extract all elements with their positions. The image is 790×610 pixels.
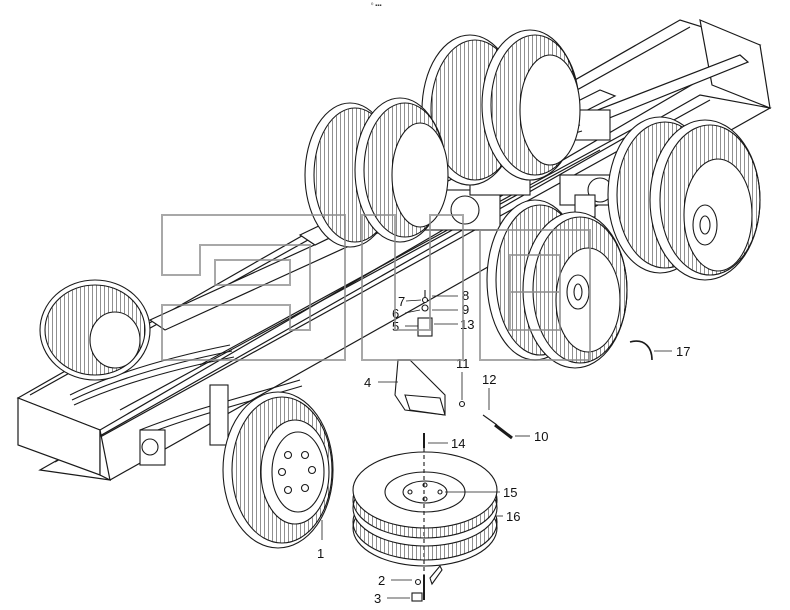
front-wheel-near (222, 391, 334, 549)
callout-11: 11 (456, 356, 470, 371)
front-wheel-far (39, 279, 151, 381)
callout-3: 3 (374, 591, 381, 606)
rear-wheel-far-2 (304, 97, 449, 248)
callout-12: 12 (482, 372, 496, 387)
callout-14: 14 (451, 436, 465, 451)
callout-10: 10 (534, 429, 548, 444)
header-mark: ⁰ ▪▪▪ (371, 3, 382, 9)
callout-9: 9 (462, 302, 469, 317)
callout-15: 15 (503, 485, 517, 500)
callout-1: 1 (317, 546, 324, 561)
cable-part (629, 340, 653, 361)
callout-5: 5 (392, 319, 399, 334)
callout-7: 7 (398, 294, 405, 309)
callout-4: 4 (364, 375, 371, 390)
callout-8: 8 (462, 288, 469, 303)
spare-wheel (352, 451, 498, 567)
callout-2: 2 (378, 573, 385, 588)
callout-13: 13 (460, 317, 474, 332)
rear-wheel-near-2 (486, 199, 628, 369)
callout-16: 16 (506, 509, 520, 524)
rear-wheel-near-1 (607, 116, 761, 281)
callout-17: 17 (676, 344, 690, 359)
rear-wheel-far-1 (421, 29, 581, 186)
